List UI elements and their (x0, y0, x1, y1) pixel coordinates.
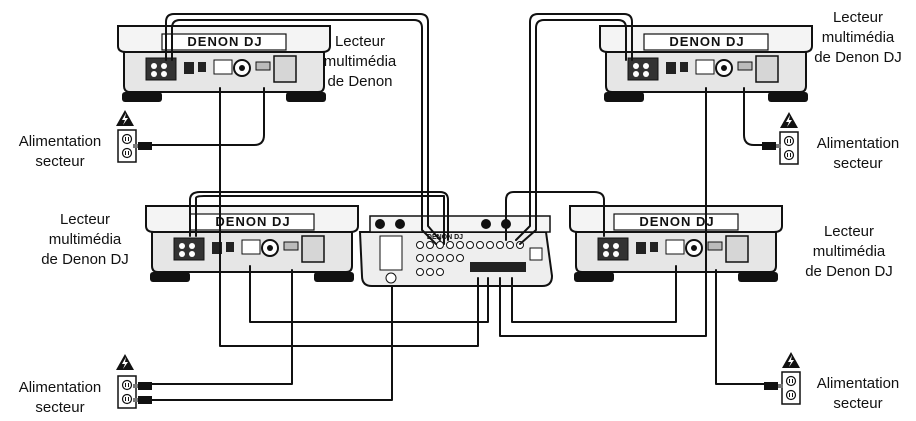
brand-logo-top-left: DENON DJ (187, 34, 263, 49)
warning-icon-bottom-left (116, 354, 134, 370)
label-player-top-right: Lecteur multimédia de Denon DJ (814, 9, 902, 66)
cables (139, 13, 779, 401)
label-player-mid-right: Lecteur multimédia de Denon DJ (805, 223, 893, 280)
brand-logo-mid-right: DENON DJ (639, 214, 715, 229)
brand-logo-mixer: DENON DJ (426, 234, 464, 241)
outlet-top-right (779, 131, 799, 165)
outlet-bottom-left (117, 375, 137, 409)
label-power-top-right: Alimentation secteur (816, 135, 900, 172)
label-player-mid-left: Lecteur multimédia de Denon DJ (41, 211, 129, 268)
label-power-bottom-right: Alimentation secteur (816, 375, 900, 412)
brand-logo-mid-left: DENON DJ (215, 214, 291, 229)
label-player-top-left: Lecteur multimédia de Denon (323, 33, 397, 90)
plug-top-right (762, 142, 781, 150)
label-power-bottom-left: Alimentation secteur (18, 379, 102, 416)
label-power-top-left: Alimentation secteur (18, 133, 102, 170)
brand-logo-top-right: DENON DJ (669, 34, 745, 49)
warning-icon-top-left (116, 110, 134, 126)
outlet-bottom-right (781, 371, 801, 405)
warning-icon-bottom-right (782, 352, 800, 368)
warning-icon-top-right (780, 112, 798, 128)
mixer (358, 215, 554, 287)
plug-bottom-right (764, 382, 783, 390)
